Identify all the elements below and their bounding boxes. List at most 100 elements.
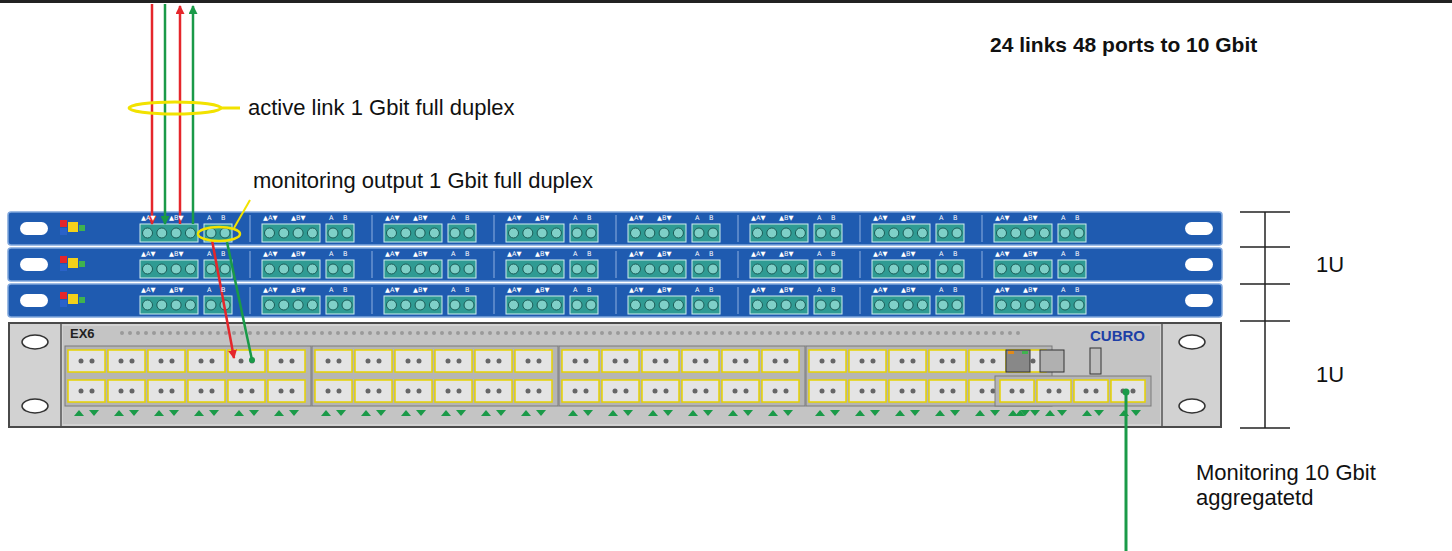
fiber-dot <box>446 389 451 394</box>
lc-port <box>171 300 181 310</box>
vent-dot <box>704 331 708 335</box>
lc-port <box>781 264 791 274</box>
lc-port <box>767 264 777 274</box>
lc-port-block <box>628 224 686 242</box>
vent-dot <box>816 331 820 335</box>
lc-port <box>1060 228 1070 238</box>
callout-text: active link 1 Gbit full duplex <box>248 95 515 120</box>
port-label: ▲A▼ <box>751 251 765 258</box>
fiber-dot <box>119 389 124 394</box>
fiber-dot <box>653 389 658 394</box>
lc-port-block <box>506 296 564 314</box>
sfp-cage <box>682 380 719 402</box>
lc-port <box>753 300 763 310</box>
port-label: A <box>695 215 699 222</box>
lc-port <box>1025 264 1035 274</box>
lc-port <box>795 228 805 238</box>
vent-dot <box>696 331 700 335</box>
status-triangle <box>481 410 491 416</box>
port-label: ▲A▼ <box>629 287 643 294</box>
lc-port <box>1039 264 1049 274</box>
lc-port <box>952 228 962 238</box>
lc-port <box>342 264 352 274</box>
port-label: ▲B▼ <box>291 215 305 222</box>
sfp-cage <box>435 380 472 402</box>
sfp-cage <box>722 350 759 372</box>
lc-port <box>875 264 885 274</box>
fiber-dot <box>199 359 204 364</box>
fiber-dot <box>820 359 825 364</box>
port-dot <box>1123 389 1130 396</box>
port-label: ▲A▼ <box>995 215 1009 222</box>
sfp-cage <box>68 380 105 402</box>
port-dot <box>249 357 255 363</box>
status-triangle <box>74 410 84 416</box>
port-led <box>1008 351 1014 354</box>
vent-dot <box>824 331 828 335</box>
status-triangle <box>1057 410 1067 416</box>
leader-line <box>234 200 250 228</box>
vent-dot <box>784 331 788 335</box>
lc-port <box>917 300 927 310</box>
lc-port <box>1039 300 1049 310</box>
lc-port <box>551 264 561 274</box>
status-triangle <box>1094 410 1104 416</box>
port-label: B <box>465 215 469 222</box>
status-triangle <box>1020 410 1030 416</box>
lc-port-block <box>628 260 686 278</box>
lc-port <box>464 228 474 238</box>
lc-port <box>185 264 195 274</box>
port-label: A <box>1061 215 1065 222</box>
port-label: ▲A▼ <box>629 251 643 258</box>
lc-port <box>753 228 763 238</box>
fiber-dot <box>279 359 284 364</box>
status-triangle <box>623 410 633 416</box>
status-triangle <box>441 410 451 416</box>
monitor-port-block <box>204 296 232 314</box>
front-face <box>63 326 1160 424</box>
vent-dot <box>416 331 420 335</box>
lc-port <box>1025 300 1035 310</box>
sfp-cage <box>929 350 966 372</box>
switch-chassis: EX6CUBRO <box>8 322 1222 428</box>
lc-port <box>673 264 683 274</box>
fiber-dot <box>584 389 589 394</box>
port-label: ▲B▼ <box>779 287 793 294</box>
lc-port <box>889 264 899 274</box>
sfp-cage <box>562 380 599 402</box>
monitor-port-block <box>814 224 842 242</box>
vent-dot <box>200 331 204 335</box>
monitor-port-block <box>326 296 354 314</box>
fiber-dot <box>497 389 502 394</box>
port-label: ▲A▼ <box>141 251 155 258</box>
vent-dot <box>592 331 596 335</box>
port-label: B <box>953 287 957 294</box>
status-triangle <box>703 410 713 416</box>
vent-dot <box>184 331 188 335</box>
lc-port <box>572 228 582 238</box>
usb-port <box>1090 348 1101 374</box>
lc-port <box>938 228 948 238</box>
lc-port <box>450 264 460 274</box>
vent-dot <box>920 331 924 335</box>
fiber-dot <box>613 359 618 364</box>
port-label: A <box>695 251 699 258</box>
port-label: ▲B▼ <box>291 287 305 294</box>
fiber-dot <box>159 359 164 364</box>
sfp-cage <box>188 380 225 402</box>
vent-dot <box>976 331 980 335</box>
port-label: A <box>573 215 577 222</box>
port-label: ▲B▼ <box>535 215 549 222</box>
fiber-dot <box>159 389 164 394</box>
vent-dot <box>384 331 388 335</box>
status-triangle <box>583 410 593 416</box>
vent-dot <box>120 331 124 335</box>
status-triangle <box>1030 410 1040 416</box>
fiber-dot <box>326 359 331 364</box>
group-divider <box>250 215 251 242</box>
monitor-port-block <box>692 224 720 242</box>
sfp-cage <box>849 380 886 402</box>
mount-hole <box>1179 399 1205 413</box>
vent-dot <box>528 331 532 335</box>
fiber-dot <box>337 389 342 394</box>
